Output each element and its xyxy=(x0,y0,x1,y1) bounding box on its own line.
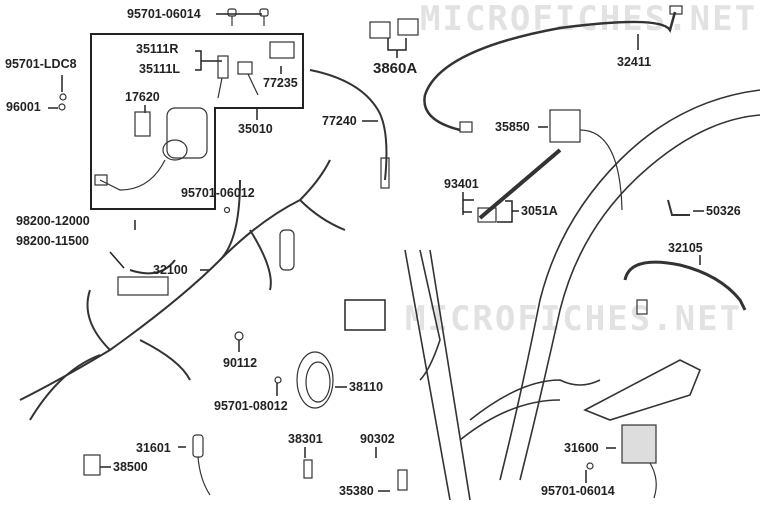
regulator-shape xyxy=(621,424,657,464)
harness-32105-shape xyxy=(623,260,747,311)
wiring-harness-shape xyxy=(19,159,346,421)
label-38110: 38110 xyxy=(349,380,384,394)
label-95701-06014-top: 95701-06014 xyxy=(127,7,201,21)
label-35111R: 35111R xyxy=(136,42,179,56)
kit-box xyxy=(90,33,304,210)
battery-cable-shape xyxy=(423,11,677,132)
label-95701-06012: 95701-06012 xyxy=(181,186,255,200)
cable-77240-shape xyxy=(309,69,388,181)
watermark-top: MICROFICHES.NET xyxy=(420,0,758,39)
label-38500: 38500 xyxy=(113,460,148,474)
label-95701-LDC8: 95701-LDC8 xyxy=(5,57,77,71)
label-35850: 35850 xyxy=(495,120,530,134)
label-96001: 96001 xyxy=(6,100,41,114)
label-77235: 77235 xyxy=(263,76,298,90)
label-98200-11500: 98200-11500 xyxy=(16,234,89,248)
horn-shape xyxy=(296,351,334,409)
label-35380: 35380 xyxy=(339,484,374,498)
label-38301: 38301 xyxy=(288,432,323,446)
label-50326: 50326 xyxy=(706,204,741,218)
label-3860A: 3860A xyxy=(373,60,418,77)
label-90112: 90112 xyxy=(223,356,258,370)
label-31601: 31601 xyxy=(136,441,171,455)
label-32411: 32411 xyxy=(617,55,652,69)
label-90302: 90302 xyxy=(360,432,395,446)
label-35111L: 35111L xyxy=(139,62,181,76)
label-31600: 31600 xyxy=(564,441,599,455)
frame-shape xyxy=(344,89,761,501)
leader-lines xyxy=(48,13,704,492)
label-95701-06014-bottom: 95701-06014 xyxy=(541,484,615,498)
part-35850-shape xyxy=(549,109,581,143)
label-98200-12000: 98200-12000 xyxy=(16,214,90,228)
relay-shapes xyxy=(83,18,419,476)
label-77240: 77240 xyxy=(322,114,357,128)
label-32100: 32100 xyxy=(153,263,188,277)
label-95701-08012: 95701-08012 xyxy=(214,399,288,413)
label-3051A: 3051A xyxy=(521,204,558,218)
ignition-switch-shape xyxy=(94,41,295,191)
label-93401: 93401 xyxy=(444,177,479,191)
bolt-shapes xyxy=(58,8,594,470)
label-17620: 17620 xyxy=(125,90,160,104)
label-32105: 32105 xyxy=(668,241,703,255)
watermark-bottom: MICROFICHES.NET xyxy=(405,299,743,339)
label-35010: 35010 xyxy=(238,122,273,136)
